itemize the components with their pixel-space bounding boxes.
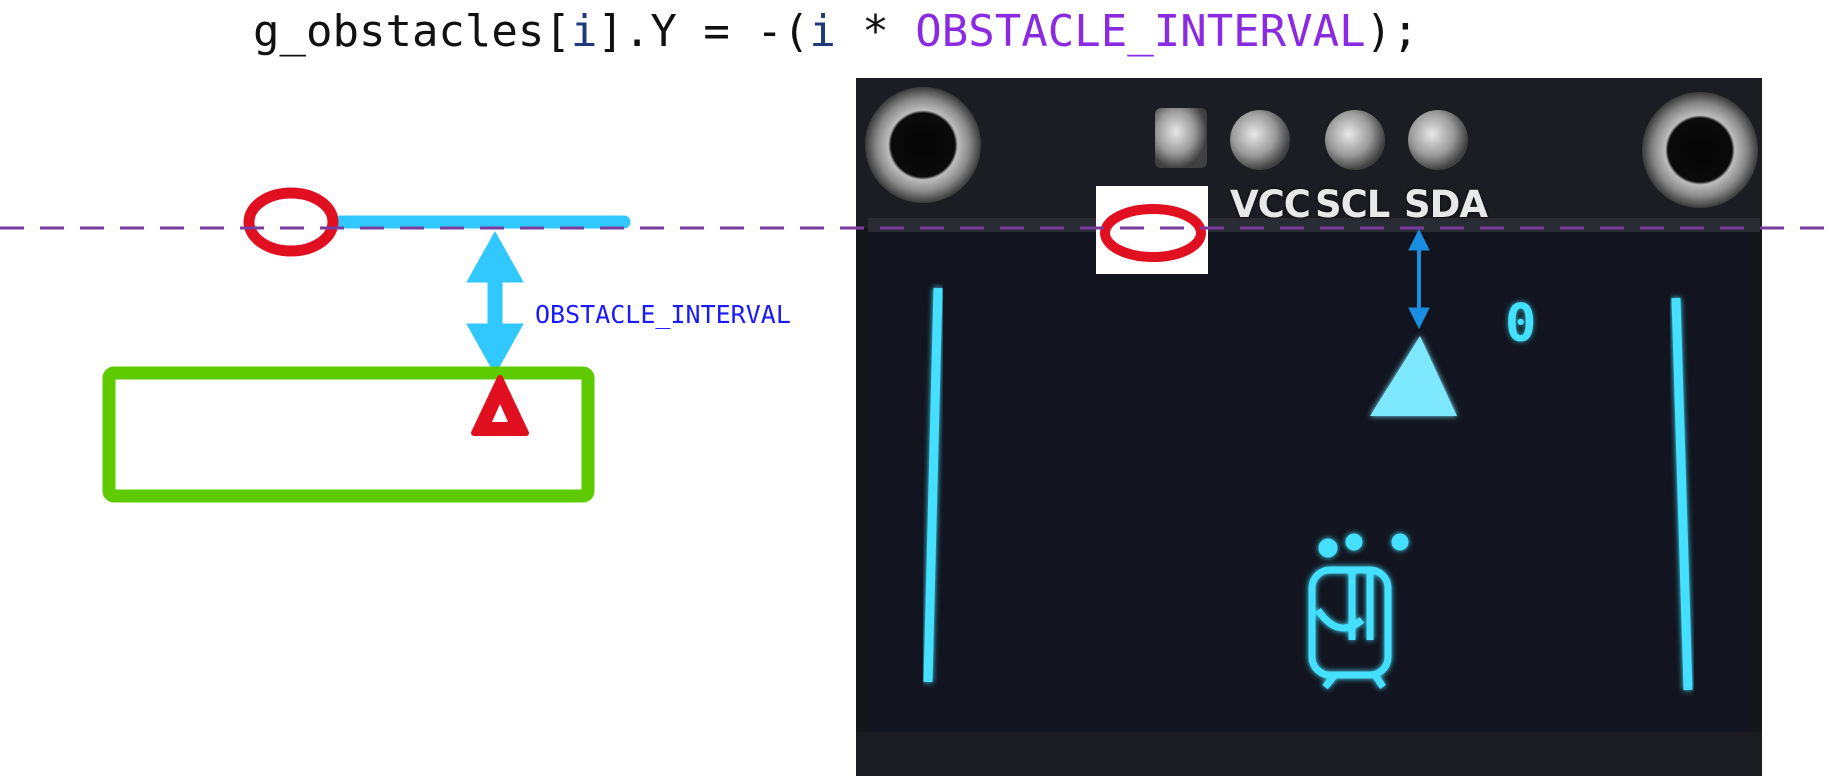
mounting-hole-left (865, 87, 981, 203)
obstacle-box (102, 366, 595, 503)
interval-label: OBSTACLE_INTERVAL (535, 300, 791, 329)
oled-left-wall (923, 287, 943, 683)
glass-edge (868, 218, 1760, 232)
header-pin-sda (1408, 110, 1468, 170)
oled-photo (856, 78, 1762, 776)
code-snippet: g_obstacles[i].Y = -(i * OBSTACLE_INTERV… (253, 4, 1419, 60)
code-token-plain: ].Y = -( (597, 6, 810, 57)
code-token-plain: g_obstacles[ (253, 6, 571, 57)
photo-interval-arrow (1408, 228, 1430, 330)
photo-reference-marker (1100, 204, 1206, 262)
pin-label-sda: SDA (1404, 183, 1488, 226)
header-pin-vcc (1230, 110, 1290, 170)
code-token-var: i (809, 6, 836, 57)
mounting-hole-right (1642, 92, 1758, 208)
code-token-var: i (570, 6, 598, 57)
screen-bottom-bezel (856, 732, 1762, 776)
header-pin-scl (1325, 110, 1385, 170)
oled-player-sprite (1308, 533, 1409, 690)
pin-label-scl: SCL (1315, 183, 1390, 226)
board-top-strip (856, 78, 1762, 228)
left-diagram (102, 187, 631, 503)
header-pin-gnd (1155, 108, 1207, 168)
code-token-plain: ); (1365, 6, 1419, 57)
code-token-plain: * (835, 6, 916, 57)
pin-label-vcc: VCC (1230, 183, 1311, 226)
double-arrow-icon (466, 230, 524, 376)
reference-marker-icon (243, 187, 339, 257)
player-marker-icon (471, 375, 529, 436)
oled-obstacle (1370, 336, 1457, 416)
oled-right-wall (1671, 297, 1693, 691)
code-token-macro: OBSTACLE_INTERVAL (915, 6, 1366, 57)
oled-score: 0 (1505, 294, 1537, 354)
